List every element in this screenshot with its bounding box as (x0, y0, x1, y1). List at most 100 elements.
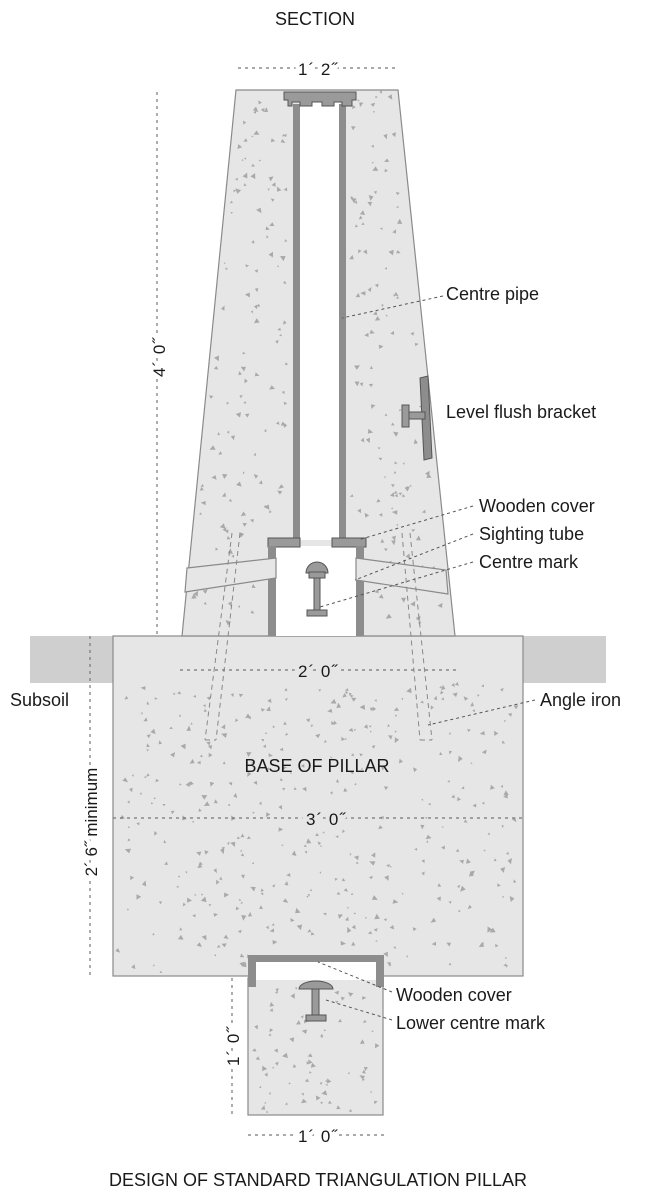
aggregate-speck (315, 733, 321, 739)
wooden-cover-left-plate (267, 537, 301, 548)
aggregate-speck (283, 280, 287, 285)
aggregate-speck (354, 782, 357, 786)
aggregate-speck (177, 691, 182, 695)
aggregate-speck (296, 1020, 301, 1025)
aggregate-speck (253, 780, 258, 785)
aggregate-speck (341, 877, 346, 882)
aggregate-speck (304, 1019, 309, 1024)
aggregate-speck (268, 176, 274, 182)
aggregate-speck (370, 1090, 373, 1093)
aggregate-speck (170, 810, 175, 815)
aggregate-speck (159, 970, 163, 973)
aggregate-speck (351, 126, 356, 131)
aggregate-speck (217, 432, 221, 436)
aggregate-speck (470, 762, 473, 765)
aggregate-speck (388, 963, 392, 967)
aggregate-speck (260, 1105, 266, 1110)
aggregate-speck (188, 781, 193, 785)
aggregate-speck (351, 924, 356, 930)
aggregate-speck (378, 344, 384, 350)
dim-lower-depth: 1´ 0˝ (224, 1026, 243, 1066)
aggregate-speck (309, 888, 313, 891)
aggregate-speck (374, 699, 377, 702)
aggregate-speck (391, 510, 398, 515)
aggregate-speck (252, 811, 255, 814)
aggregate-speck (384, 158, 390, 162)
aggregate-speck (251, 761, 254, 765)
aggregate-speck (388, 735, 393, 740)
aggregate-speck (300, 1015, 304, 1019)
aggregate-speck (507, 858, 512, 865)
aggregate-speck (467, 904, 472, 910)
aggregate-speck (307, 1053, 313, 1058)
aggregate-speck (258, 159, 262, 162)
aggregate-speck (280, 256, 286, 262)
aggregate-speck (247, 715, 251, 720)
aggregate-speck (250, 310, 254, 314)
aggregate-speck (420, 700, 424, 704)
aggregate-speck (430, 917, 437, 923)
aggregate-speck (213, 365, 219, 370)
aggregate-speck (360, 437, 365, 443)
aggregate-speck (385, 613, 392, 619)
title-section: SECTION (275, 9, 355, 29)
sighting-tube-right (355, 557, 449, 595)
aggregate-speck (367, 201, 373, 207)
aggregate-speck (393, 470, 397, 474)
aggregate-speck (364, 332, 369, 337)
aggregate-speck (346, 906, 349, 909)
aggregate-speck (130, 875, 135, 881)
aggregate-speck (449, 750, 453, 755)
aggregate-speck (144, 775, 147, 779)
aggregate-speck (204, 850, 209, 855)
aggregate-speck (368, 195, 374, 201)
aggregate-speck (487, 832, 491, 835)
aggregate-speck (310, 724, 314, 728)
aggregate-speck (368, 875, 373, 880)
aggregate-speck (260, 888, 264, 892)
aggregate-speck (420, 824, 425, 830)
aggregate-speck (285, 732, 289, 736)
aggregate-speck (373, 310, 378, 316)
aggregate-speck (336, 1105, 341, 1110)
aggregate-speck (379, 227, 383, 230)
aggregate-speck (330, 756, 333, 759)
aggregate-speck (357, 99, 360, 102)
aggregate-speck (348, 992, 354, 997)
aggregate-speck (272, 725, 276, 729)
aggregate-speck (266, 1110, 269, 1113)
aggregate-speck (353, 855, 359, 861)
aggregate-speck (463, 696, 469, 701)
wooden-cover-right-plate (331, 537, 367, 548)
aggregate-speck (179, 783, 182, 786)
aggregate-speck (448, 901, 452, 904)
aggregate-speck (455, 848, 460, 852)
aggregate-speck (373, 111, 376, 113)
aggregate-speck (391, 484, 395, 488)
aggregate-speck (294, 987, 298, 990)
aggregate-speck (325, 1079, 328, 1082)
aggregate-speck (430, 705, 434, 710)
aggregate-speck (272, 884, 276, 888)
aggregate-speck (235, 718, 239, 723)
aggregate-speck (219, 876, 223, 881)
centre-pipe-right-wall (339, 104, 346, 540)
aggregate-speck (406, 687, 412, 694)
aggregate-speck (502, 895, 505, 898)
aggregate-speck (279, 777, 283, 781)
aggregate-speck (282, 898, 289, 903)
aggregate-speck (277, 186, 282, 192)
aggregate-speck (400, 597, 406, 603)
aggregate-speck (235, 188, 242, 194)
aggregate-speck (264, 1072, 268, 1077)
aggregate-speck (384, 413, 387, 417)
aggregate-speck (351, 697, 357, 702)
aggregate-speck (381, 304, 384, 308)
aggregate-speck (152, 964, 155, 967)
aggregate-speck (254, 1024, 258, 1030)
aggregate-speck (368, 725, 372, 728)
aggregate-speck (359, 102, 364, 108)
aggregate-speck (241, 915, 247, 921)
aggregate-speck (163, 839, 167, 844)
aggregate-speck (291, 850, 297, 856)
